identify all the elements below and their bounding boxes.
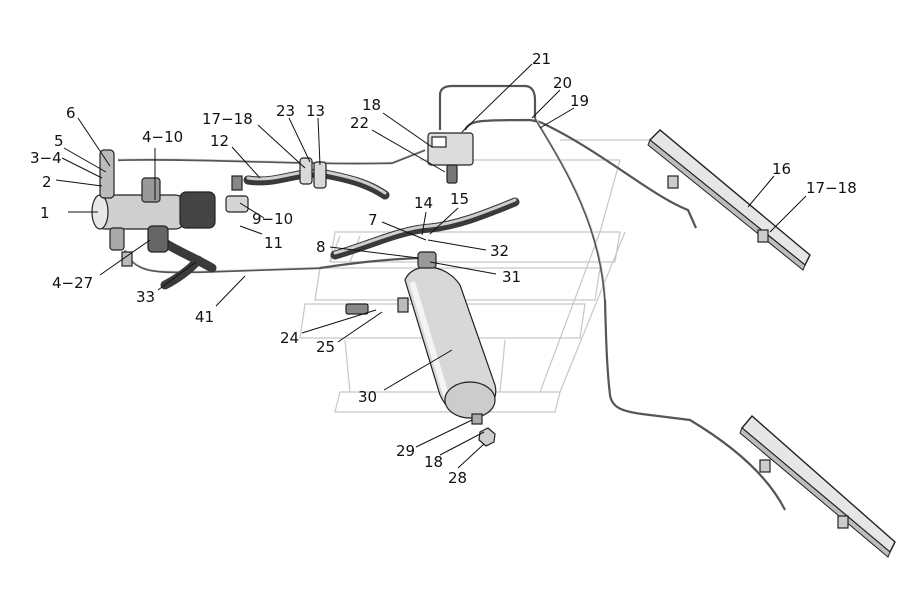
callout-2: 2 xyxy=(42,173,52,191)
pipe-network xyxy=(117,84,786,511)
callout-5: 5 xyxy=(54,132,64,150)
ghost-frame-outline xyxy=(299,139,660,413)
callout-13: 13 xyxy=(306,102,325,120)
callout-4-27: 4−27 xyxy=(52,274,93,292)
mounting-plate-lower xyxy=(739,414,896,558)
callout-11: 11 xyxy=(264,234,283,252)
callout-17-18-right: 17−18 xyxy=(806,179,857,197)
callout-4-10: 4−10 xyxy=(142,128,183,146)
air-reservoir xyxy=(345,251,497,447)
callout-24: 24 xyxy=(280,329,299,347)
callout-33: 33 xyxy=(136,288,155,306)
callout-8: 8 xyxy=(316,238,326,256)
callout-19: 19 xyxy=(570,92,589,110)
callout-29: 29 xyxy=(396,442,415,460)
callout-31: 31 xyxy=(502,268,521,286)
callout-7: 7 xyxy=(368,211,378,229)
callout-9-10: 9−10 xyxy=(252,210,293,228)
callout-30: 30 xyxy=(358,388,377,406)
hose-clamps xyxy=(299,157,327,189)
callout-15: 15 xyxy=(450,190,469,208)
leader-lines xyxy=(55,63,807,469)
callout-17-18-top: 17−18 xyxy=(202,110,253,128)
callout-28: 28 xyxy=(448,469,467,487)
valve-block xyxy=(427,132,474,184)
callout-20: 20 xyxy=(553,74,572,92)
callout-labels: 1 2 3−4 5 6 4−10 12 17−18 23 13 18 22 21… xyxy=(30,50,857,487)
callout-25: 25 xyxy=(316,338,335,356)
callout-41: 41 xyxy=(195,308,214,326)
mounting-plate-upper xyxy=(647,129,811,271)
callout-14: 14 xyxy=(414,194,433,212)
callout-32: 32 xyxy=(490,242,509,260)
callout-23: 23 xyxy=(276,102,295,120)
callout-6: 6 xyxy=(66,104,76,122)
callout-16: 16 xyxy=(772,160,791,178)
callout-18-bottom: 18 xyxy=(424,453,443,471)
callout-21: 21 xyxy=(532,50,551,68)
callout-3-4: 3−4 xyxy=(30,149,62,167)
callout-22: 22 xyxy=(350,114,369,132)
callout-12: 12 xyxy=(210,132,229,150)
callout-1: 1 xyxy=(40,204,50,222)
callout-18-top: 18 xyxy=(362,96,381,114)
